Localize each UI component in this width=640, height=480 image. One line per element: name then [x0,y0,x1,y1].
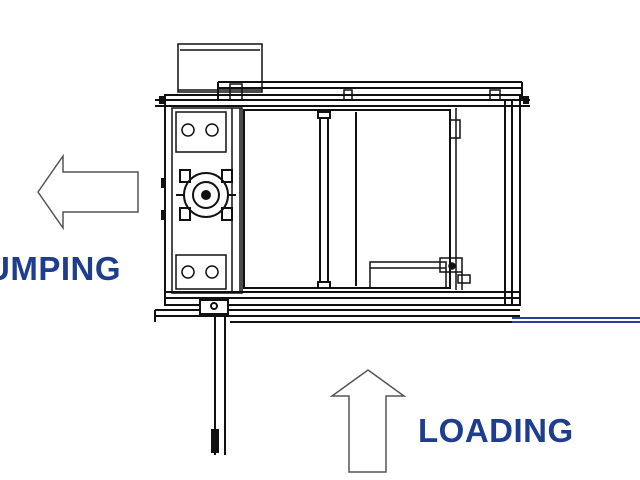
drive-gear-icon [176,169,236,221]
inner-chamber [243,109,451,289]
interior-details [369,108,471,290]
dumping-arrow-icon [37,153,139,231]
dumping-label: UMPING [0,250,121,287]
conveyor-line [512,317,640,323]
motor-housing [177,43,263,93]
loading-chute [211,315,226,455]
loading-arrow-icon [329,369,407,473]
frame-pins [159,96,529,220]
drive-section [171,107,243,294]
top-brackets [229,83,501,101]
main-frame [155,81,530,306]
loading-label: LOADING [418,412,574,449]
base-plate [154,299,520,323]
